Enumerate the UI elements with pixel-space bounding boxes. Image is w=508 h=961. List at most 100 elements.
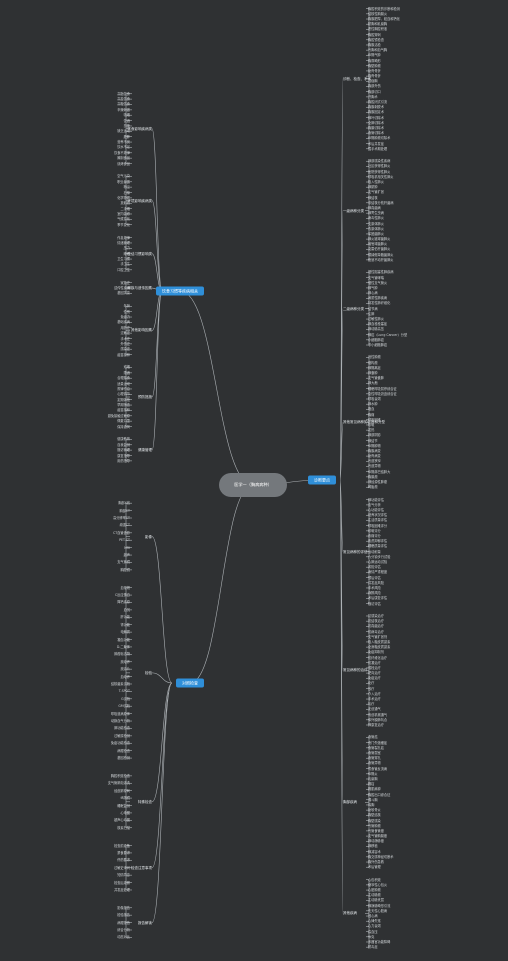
leaf-topic[interactable]: 胸腔穿刺	[368, 32, 381, 37]
leaf-topic[interactable]: 食管穿孔	[368, 756, 381, 761]
leaf-topic[interactable]: 过敏史	[120, 331, 130, 336]
leaf-topic[interactable]: 主动脉瘤	[368, 893, 381, 898]
leaf-topic[interactable]: 凝血功能	[117, 637, 130, 642]
leaf-topic[interactable]: 贲门失弛缓症	[368, 740, 388, 745]
leaf-topic[interactable]: 咯血	[368, 407, 375, 412]
leaf-topic[interactable]: 肺囊肿	[368, 371, 378, 376]
leaf-topic[interactable]: 焦虑抑郁评估	[368, 539, 388, 544]
leaf-topic[interactable]: MRI	[124, 545, 130, 550]
group-diagnosis-4[interactable]: 常见病种的评估	[343, 549, 368, 554]
leaf-topic[interactable]: 胸廓畸形	[368, 58, 381, 63]
leaf-topic[interactable]: 膈疝	[368, 782, 375, 787]
leaf-topic[interactable]: 高血压	[368, 929, 378, 934]
leaf-topic[interactable]: 室内装修	[117, 211, 130, 216]
leaf-topic[interactable]: 电解质	[120, 630, 130, 635]
leaf-topic[interactable]: 抗病毒治疗	[368, 629, 384, 634]
leaf-topic[interactable]: 胸膜剥脱术	[368, 105, 384, 110]
group-lifestyle-3[interactable]: 家族与遗传因素	[127, 286, 153, 291]
group-lifestyle-5[interactable]: 预防措施	[138, 395, 152, 399]
leaf-topic[interactable]: 口腔卫生	[117, 267, 130, 272]
leaf-topic[interactable]: 肺心病	[368, 291, 378, 296]
group-lifestyle-4[interactable]: 其他影响因素	[131, 328, 152, 333]
leaf-topic[interactable]: 气道异物	[368, 464, 381, 469]
leaf-topic[interactable]: 胸腺瘤	[368, 474, 378, 479]
leaf-topic[interactable]: 无创通气	[368, 707, 381, 712]
leaf-topic[interactable]: 免疫治疗	[368, 676, 381, 681]
leaf-topic[interactable]: 睡眠监测	[117, 803, 130, 808]
leaf-topic[interactable]: 肺部感染性疾病	[368, 159, 391, 164]
leaf-topic[interactable]: 并发症处理	[114, 887, 130, 892]
leaf-topic[interactable]: 纵隔气肿	[368, 53, 381, 58]
leaf-topic[interactable]: 肺减容术	[368, 849, 381, 854]
leaf-topic[interactable]: 支气管扩张	[368, 190, 384, 195]
leaf-topic[interactable]: 自我监测	[117, 442, 130, 447]
branch-diagnosis[interactable]: 诊断要点	[308, 475, 336, 485]
leaf-topic[interactable]: 核素扫描	[117, 825, 130, 830]
leaf-topic[interactable]: 免疫力	[120, 315, 130, 320]
leaf-topic[interactable]: 肺康复治疗	[368, 722, 384, 727]
leaf-topic[interactable]: 肺动脉高压	[368, 327, 384, 332]
leaf-topic[interactable]: 胸腺切除术	[368, 126, 384, 131]
leaf-topic[interactable]: 呼吸困难评分	[368, 523, 388, 528]
leaf-topic[interactable]: 气胸和血气胸	[368, 48, 388, 53]
group-diagnosis-5[interactable]: 常见病种的治疗	[343, 668, 368, 673]
leaf-topic[interactable]: 烧烤食品	[117, 161, 130, 166]
group-control-0[interactable]: 影像	[145, 534, 152, 539]
leaf-topic[interactable]: 冠心病	[368, 914, 378, 919]
leaf-topic[interactable]: 肺结核	[368, 195, 378, 200]
leaf-topic[interactable]: 胸腔闭式引流	[368, 100, 388, 105]
leaf-topic[interactable]: 支气管哮喘	[368, 275, 384, 280]
group-control-2[interactable]: 特殊检查	[138, 799, 152, 804]
leaf-topic[interactable]: 食管裂孔疝	[368, 745, 384, 750]
leaf-topic[interactable]: 饮酒	[123, 118, 130, 123]
leaf-topic[interactable]: 增强CT	[119, 523, 130, 528]
leaf-topic[interactable]: 经皮肺穿刺	[114, 788, 130, 793]
leaf-topic[interactable]: 血沉	[123, 607, 130, 612]
leaf-topic[interactable]: 血常规	[120, 585, 130, 590]
group-lifestyle-6[interactable]: 健康管理	[138, 448, 152, 453]
leaf-topic[interactable]: 胸壁结核	[368, 813, 381, 818]
leaf-topic[interactable]: 胸壁肿瘤	[368, 63, 381, 68]
leaf-topic[interactable]: 卫生习惯	[117, 257, 130, 262]
leaf-topic[interactable]: 家族史	[120, 280, 130, 285]
group-diagnosis-1[interactable]: 一级病种分类	[343, 208, 364, 213]
leaf-topic[interactable]: G试验	[121, 696, 130, 701]
leaf-topic[interactable]: 血培养	[120, 674, 130, 679]
leaf-topic[interactable]: 合理膳食	[117, 376, 130, 381]
leaf-topic[interactable]: 鸡胸	[368, 802, 375, 807]
leaf-topic[interactable]: T-SPOT	[118, 689, 130, 694]
leaf-topic[interactable]: 支原体肺炎	[368, 221, 384, 226]
leaf-topic[interactable]: 基础疾病	[117, 320, 130, 325]
leaf-topic[interactable]: 心理调节	[117, 392, 130, 397]
leaf-topic[interactable]: 高脂饮食	[117, 91, 130, 96]
leaf-topic[interactable]: D-二聚体	[116, 644, 130, 649]
leaf-topic[interactable]: 高盐饮食	[117, 97, 130, 102]
leaf-topic[interactable]: 疫苗接种	[117, 408, 130, 413]
leaf-topic[interactable]: 围手术期处理	[368, 146, 388, 151]
leaf-topic[interactable]: 胸膜活检	[368, 42, 381, 47]
leaf-topic[interactable]: 痰涂片	[120, 667, 130, 672]
leaf-topic[interactable]: 腌制食品	[117, 156, 130, 161]
leaf-topic[interactable]: 胸交感神经切断术	[368, 854, 394, 859]
leaf-topic[interactable]: 肾功能	[120, 622, 130, 627]
leaf-topic[interactable]: 支气管胸膜瘘	[368, 834, 388, 839]
leaf-topic[interactable]: 心功能评估	[368, 508, 384, 513]
leaf-topic[interactable]: 基因检测	[117, 756, 130, 761]
leaf-topic[interactable]: 食管憩室	[368, 751, 381, 756]
leaf-topic[interactable]: 错构瘤	[368, 360, 378, 365]
leaf-topic[interactable]: 医院获得性肺炎	[368, 169, 391, 174]
leaf-topic[interactable]: 心律失常	[368, 919, 381, 924]
leaf-topic[interactable]: 铜绿假单胞菌肺炎	[368, 252, 394, 257]
leaf-topic[interactable]: 病毒性肺炎	[368, 216, 384, 221]
leaf-topic[interactable]: 咳嗽评分	[368, 528, 381, 533]
leaf-topic[interactable]: 心脏肿瘤	[368, 888, 381, 893]
leaf-topic[interactable]: 睡眠质量评估	[368, 544, 388, 549]
leaf-topic[interactable]: 术后康复评估	[368, 596, 388, 601]
leaf-topic[interactable]: 先天性心脏病	[368, 908, 388, 913]
leaf-topic[interactable]: 结核性胸膜炎	[368, 11, 388, 16]
leaf-topic[interactable]: 辛辣刺激	[117, 107, 130, 112]
leaf-topic[interactable]: 检验报告	[117, 913, 130, 918]
leaf-topic[interactable]: 保持通风	[117, 424, 130, 429]
leaf-topic[interactable]: 手卫生	[120, 262, 130, 267]
leaf-topic[interactable]: 尘肺	[368, 311, 375, 316]
